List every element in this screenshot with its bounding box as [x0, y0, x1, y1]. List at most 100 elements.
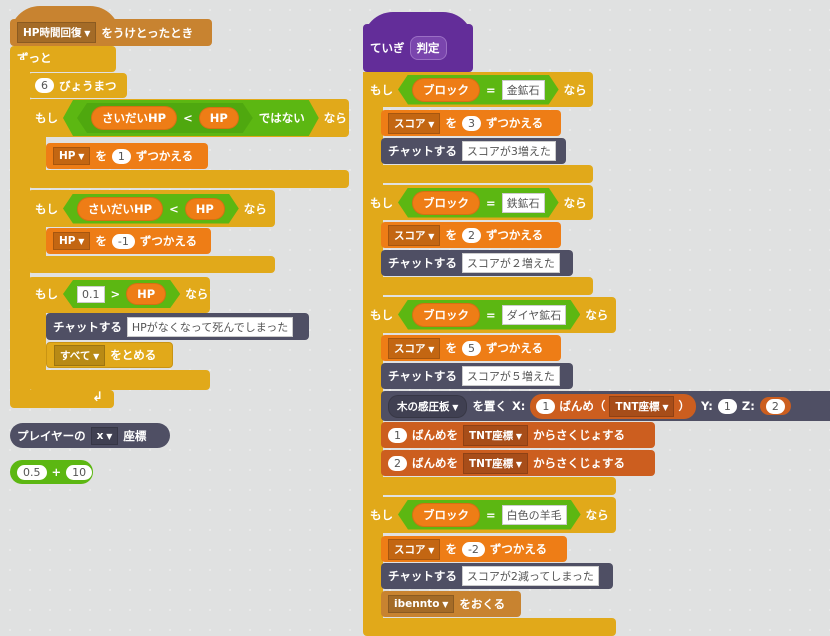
z-item-reporter[interactable]: 2 — [759, 397, 791, 415]
then-label: なら — [563, 82, 587, 97]
var-dropdown[interactable]: スコア — [388, 224, 441, 246]
hat-label: をうけとったとき — [101, 25, 194, 40]
value-input[interactable]: 白色の羊毛 — [502, 505, 567, 525]
then-label: なら — [185, 287, 209, 301]
var-dropdown[interactable]: スコア — [388, 337, 441, 359]
var-dropdown[interactable]: スコア — [388, 112, 441, 134]
chat-input[interactable]: スコアが2減ってしまった — [461, 566, 599, 586]
operand-a[interactable]: 0.5 — [17, 464, 47, 480]
value-input[interactable]: 鉄鉱石 — [502, 193, 545, 213]
change-label: ずつかえる — [139, 234, 198, 248]
hp-reporter[interactable]: HP — [199, 107, 239, 129]
change-score-block[interactable]: スコアを5ずつかえる — [381, 335, 561, 361]
if-label: もし — [35, 201, 58, 216]
hp-reporter[interactable]: HP — [185, 198, 225, 220]
then-label: なら — [323, 111, 347, 125]
list-dropdown[interactable]: TNT座標 — [609, 395, 675, 417]
not-label: ではない — [258, 111, 305, 125]
var-dropdown[interactable]: スコア — [388, 538, 441, 560]
less-than-block[interactable]: さいだいHP < HP — [77, 103, 253, 133]
less-than-block[interactable]: さいだいHP < HP — [63, 194, 239, 224]
var-dropdown[interactable]: HP — [53, 147, 91, 165]
block-reporter[interactable]: ブロック — [412, 503, 480, 527]
equals-block[interactable]: ブロック=白色の羊毛 — [398, 500, 581, 530]
block-reporter[interactable]: ブロック — [412, 78, 480, 102]
block-reporter[interactable]: ブロック — [412, 303, 480, 327]
list-dropdown[interactable]: TNT座標 — [463, 452, 529, 474]
equals-block[interactable]: ブロック = ダイヤ鉱石 — [398, 300, 580, 330]
message-dropdown[interactable]: HP時間回復 — [17, 22, 97, 43]
stop-block[interactable]: すべて をとめる — [46, 342, 173, 368]
change-score-block[interactable]: スコアを3ずつかえる — [381, 110, 561, 136]
equals-block[interactable]: ブロック=鉄鉱石 — [398, 188, 559, 218]
not-block[interactable]: さいだいHP < HP ではない — [63, 100, 319, 136]
hp-reporter[interactable]: HP — [126, 283, 166, 305]
chat-label: チャットする — [388, 569, 457, 583]
change-label: ずつかえる — [135, 149, 194, 163]
wait-label: びょうまつ — [59, 78, 117, 93]
if-row: もし さいだいHP < HP なら — [28, 190, 274, 227]
y-input[interactable]: 1 — [717, 398, 737, 414]
list-dropdown[interactable]: TNT座標 — [463, 424, 529, 446]
change-label: ずつかえる — [485, 228, 544, 242]
if-label: もし — [370, 507, 393, 522]
value-input[interactable]: 0.1 — [77, 286, 105, 303]
equals-block[interactable]: ブロック=金鉱石 — [398, 75, 559, 105]
operand-b[interactable]: 10 — [66, 464, 93, 480]
change-var-block[interactable]: HP を -1 ずつかえる — [46, 228, 211, 254]
index-dropdown[interactable]: 2 — [388, 455, 407, 471]
if-bottom — [363, 618, 616, 636]
delete-list-item-block[interactable]: 2ばんめをTNT座標からさくじょする — [381, 450, 655, 476]
chat-block[interactable]: チャットするスコアが3増えた — [381, 138, 566, 164]
chat-block[interactable]: チャットするスコアが2減ってしまった — [381, 563, 613, 589]
var-dropdown[interactable]: HP — [53, 232, 91, 250]
value-input[interactable]: 2 — [461, 227, 481, 243]
value-input[interactable]: ダイヤ鉱石 — [502, 305, 567, 325]
block-reporter[interactable]: ブロック — [412, 191, 480, 215]
index-dropdown[interactable]: 1 — [388, 427, 407, 443]
stop-dropdown[interactable]: すべて — [54, 344, 106, 366]
wait-block[interactable]: 6 びょうまつ — [28, 73, 127, 98]
procedure-name: 判定 — [409, 36, 447, 60]
then-label: なら — [585, 307, 609, 322]
greater-than-block[interactable]: 0.1 > HP — [63, 280, 180, 308]
change-var-block[interactable]: HP を 1 ずつかえる — [46, 143, 208, 169]
value-input[interactable]: 1 — [111, 148, 131, 164]
chat-input[interactable]: スコアが3増えた — [461, 141, 556, 161]
delete-list-item-block[interactable]: 1ばんめをTNT座標からさくじょする — [381, 422, 655, 448]
add-reporter[interactable]: 0.5 + 10 — [10, 460, 93, 484]
wait-input[interactable]: 6 — [35, 78, 54, 93]
x-label: X: — [511, 399, 526, 413]
chat-block[interactable]: チャットするスコアが５増えた — [381, 363, 573, 389]
broadcast-block[interactable]: ibennto をおくる — [381, 591, 521, 617]
index-dropdown[interactable]: 1 — [536, 398, 556, 414]
if-bottom — [28, 256, 275, 273]
chat-label: チャットする — [388, 369, 457, 383]
chat-input[interactable]: スコアが２増えた — [461, 253, 560, 273]
value-input[interactable]: 金鉱石 — [502, 80, 545, 100]
value-input[interactable]: -2 — [461, 541, 485, 557]
change-score-block[interactable]: スコアを2ずつかえる — [381, 222, 561, 248]
message-dropdown[interactable]: ibennto — [388, 595, 455, 613]
value-input[interactable]: -1 — [111, 233, 135, 249]
player-coord-reporter[interactable]: プレイヤーの x 座標 — [10, 423, 170, 448]
axis-dropdown[interactable]: x — [90, 426, 119, 445]
max-hp-reporter[interactable]: さいだいHP — [91, 106, 177, 130]
define-block[interactable]: ていぎ 判定 — [363, 24, 473, 72]
delete-label: からさくじょする — [533, 428, 626, 442]
when-receive-hat-block[interactable]: HP時間回復 をうけとったとき — [10, 19, 212, 46]
max-hp-reporter[interactable]: さいだいHP — [77, 197, 163, 221]
if-bottom — [363, 165, 593, 183]
chat-block[interactable]: チャットする HPがなくなって死んでしまった — [46, 313, 309, 340]
chat-block[interactable]: チャットするスコアが２増えた — [381, 250, 573, 276]
chat-input[interactable]: HPがなくなって死んでしまった — [126, 316, 294, 337]
block-type-dropdown[interactable]: 木の感圧板 — [388, 394, 468, 418]
value-input[interactable]: 5 — [461, 340, 481, 356]
z-index-dropdown[interactable]: 2 — [765, 399, 785, 414]
value-input[interactable]: 3 — [461, 115, 481, 131]
op: = — [486, 307, 496, 322]
chat-input[interactable]: スコアが５増えた — [461, 366, 560, 386]
